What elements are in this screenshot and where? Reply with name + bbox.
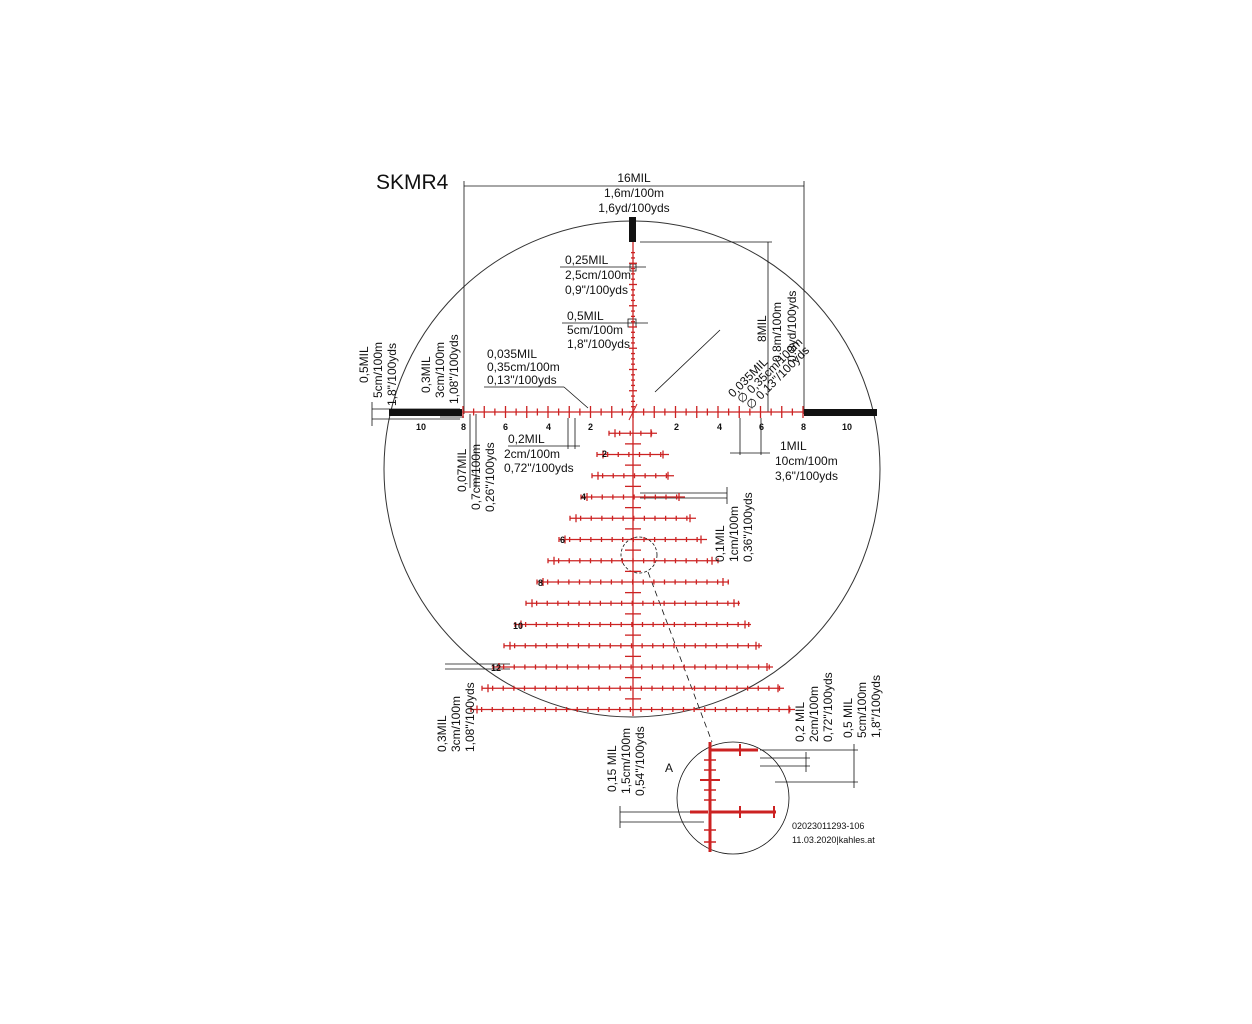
dim-025-line2: 2,5cm/100m [565, 268, 631, 282]
dim-16mil-line3: 1,6yd/100yds [598, 201, 669, 215]
dim-035-line1: 0,035MIL [487, 347, 537, 361]
v-label-8: 8 [538, 578, 543, 588]
dim-025-line3: 0,9"/100yds [565, 283, 628, 297]
dim-d02-line2: 2cm/100m [807, 686, 821, 742]
dim-05-line2: 5cm/100m [567, 323, 623, 337]
dim-02-line1: 0,2MIL [508, 432, 545, 446]
h-label-left-6: 6 [503, 422, 508, 432]
vertical-scale-labels: 2 4 6 8 10 12 [491, 449, 607, 673]
dim-d02-line1: 0,2 MIL [793, 702, 807, 742]
dim-left03-line2: 3cm/100m [433, 342, 447, 398]
center-dot-mark [628, 403, 638, 421]
dim-8mil-line1: 8MIL [755, 315, 769, 342]
dim-02-line2: 2cm/100m [504, 447, 560, 461]
dim-02-line3: 0,72"/100yds [504, 461, 574, 475]
dim-left03-line1: 0,3MIL [419, 356, 433, 393]
v-label-4: 4 [581, 492, 586, 502]
footer-serial: 02023011293-106 [792, 821, 864, 831]
heavy-posts [389, 217, 877, 416]
reticle-ladder [462, 242, 804, 716]
h-label-left-8: 8 [461, 422, 466, 432]
detail-label: A [665, 761, 673, 775]
right-post [804, 409, 877, 416]
dim-035-line2: 0,35cm/100m [487, 360, 560, 374]
h-label-right-2: 2 [674, 422, 679, 432]
v-label-2: 2 [602, 449, 607, 459]
dim-left05-line1: 0,5MIL [357, 346, 371, 383]
dim-015-line3: 0,54"/100yds [633, 726, 647, 796]
h-label-right-4: 4 [717, 422, 722, 432]
dim-d05-line1: 0,5 MIL [841, 698, 855, 738]
reticle-title: SKMR4 [376, 171, 449, 194]
dim-8mil-line3: 0.8yd/100yds [785, 291, 799, 362]
dim-1mil-line1: 1MIL [780, 439, 807, 453]
dim-16mil-line2: 1,6m/100m [604, 186, 664, 200]
left-post [389, 409, 462, 416]
dim-05-line1: 0,5MIL [567, 309, 604, 323]
dim-bottom03-line2: 3cm/100m [449, 696, 463, 752]
h-label-right-6: 6 [759, 422, 764, 432]
h-label-right-8: 8 [801, 422, 806, 432]
dim-007-line1: 0,07MIL [455, 448, 469, 492]
dim-015-line2: 1,5cm/100m [619, 728, 633, 794]
dim-05-line3: 1,8"/100yds [567, 337, 630, 351]
dim-1mil-line3: 3,6"/100yds [775, 469, 838, 483]
h-label-left-2: 2 [588, 422, 593, 432]
dim-01-line3: 0,36"/100yds [741, 492, 755, 562]
dim-01-line1: 0,1MIL [713, 525, 727, 562]
dim-left05-line3: 1,8"/100yds [385, 343, 399, 406]
dim-01-line2: 1cm/100m [727, 506, 741, 562]
dim-d02-line3: 0,72"/100yds [821, 672, 835, 742]
dim-007-line3: 0,26"/100yds [483, 442, 497, 512]
dim-015-line1: 0,15 MIL [605, 745, 619, 792]
dim-left03-line3: 1,08"/100yds [447, 334, 461, 404]
dim-035-line3: 0,13"/100yds [487, 373, 557, 387]
v-label-10: 10 [513, 621, 523, 631]
dimension-lines [371, 181, 858, 855]
dim-d05-line3: 1,8"/100yds [869, 675, 883, 738]
dim-left05-line2: 5cm/100m [371, 342, 385, 398]
h-label-left-10: 10 [416, 422, 426, 432]
detail-zoom-reticle [690, 742, 776, 852]
dim-16mil-line1: 16MIL [617, 171, 651, 185]
dim-025-line1: 0,25MIL [565, 253, 609, 267]
h-label-right-10: 10 [842, 422, 852, 432]
dim-bottom03-line3: 1,08"/100yds [463, 682, 477, 752]
h-label-left-4: 4 [546, 422, 551, 432]
v-label-12: 12 [491, 663, 501, 673]
dim-8mil-line2: 0.8m/100m [770, 302, 784, 362]
dim-007-line2: 0,7cm/100m [469, 444, 483, 510]
footer-date-site: 11.03.2020|kahles.at [792, 835, 875, 845]
v-label-6: 6 [560, 535, 565, 545]
dim-d05-line2: 5cm/100m [855, 682, 869, 738]
horizontal-scale-labels: 10 8 6 4 2 2 4 6 8 10 [416, 422, 852, 432]
top-post [629, 217, 636, 242]
dim-1mil-line2: 10cm/100m [775, 454, 838, 468]
dim-bottom03-line1: 0,3MIL [435, 715, 449, 752]
